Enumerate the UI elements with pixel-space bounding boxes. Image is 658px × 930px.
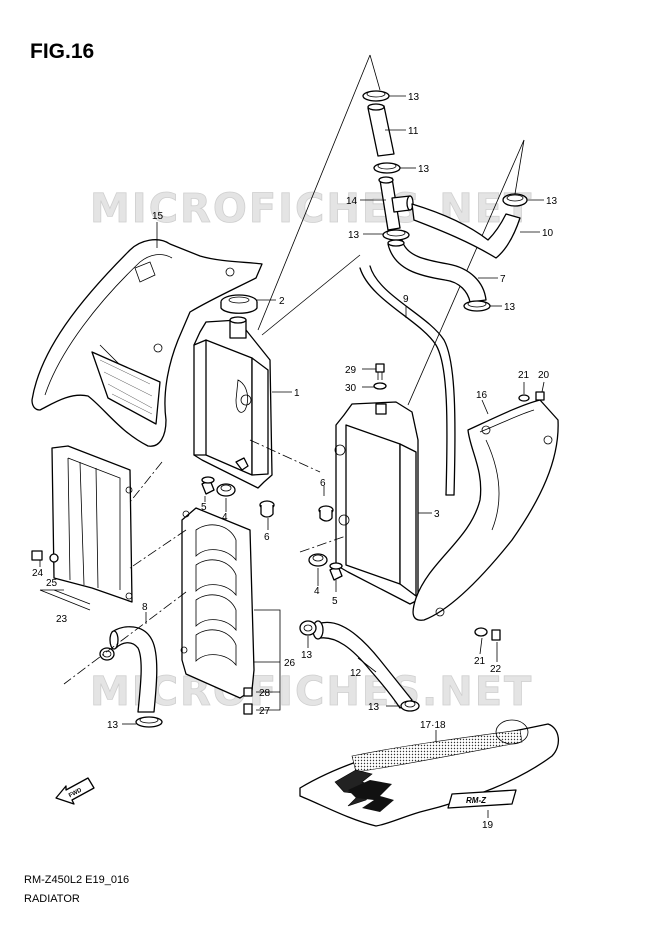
callout-28: 28	[259, 688, 271, 699]
callout-1: 1	[294, 388, 300, 399]
callout-13: 13	[504, 302, 516, 313]
washer-21-bottom	[474, 627, 488, 637]
callout-19: 19	[482, 820, 494, 831]
hose-clamp-13-right	[502, 193, 528, 207]
bolt-22	[491, 629, 501, 641]
radiator-louver-26	[180, 507, 255, 699]
watermark-top: MICROFICHES.NET	[90, 186, 533, 232]
callout-17-18: 17·18	[420, 720, 446, 731]
bolt-29	[375, 363, 385, 380]
callout-5: 5	[332, 596, 338, 607]
hose-clamp-13-hose12-top	[299, 620, 317, 636]
hose-8	[109, 626, 158, 713]
callout-26: 26	[284, 658, 296, 669]
hose-clamp-13-joint	[382, 229, 410, 241]
washer-30	[373, 382, 387, 390]
callout-13: 13	[107, 720, 119, 731]
callout-3: 3	[434, 509, 440, 520]
model-code: RM-Z450L2 E19_016	[24, 874, 130, 886]
callout-7: 7	[500, 274, 506, 285]
grommet-4-right	[308, 553, 328, 567]
callout-5: 5	[201, 502, 207, 513]
bolt-20	[535, 391, 545, 401]
watermark-bottom: MICROFICHES.NET	[90, 669, 533, 715]
callout-29: 29	[345, 365, 357, 376]
radiator-guard-23	[51, 445, 133, 603]
callout-22: 22	[490, 664, 502, 675]
t-joint-14	[378, 176, 414, 231]
callout-9: 9	[403, 294, 409, 305]
callout-13: 13	[301, 650, 313, 661]
bolt-25	[49, 553, 59, 563]
callout-30: 30	[345, 383, 357, 394]
callout-23: 23	[56, 614, 68, 625]
callout-21: 21	[474, 656, 486, 667]
svg-text:RM-Z: RM-Z	[466, 796, 487, 805]
figure-title: FIG.16	[30, 40, 95, 63]
callout-13: 13	[418, 164, 430, 175]
callout-6: 6	[320, 478, 326, 489]
callout-15: 15	[152, 211, 164, 222]
callout-2: 2	[279, 296, 285, 307]
shroud-decal-17-18	[299, 719, 559, 827]
callout-13: 13	[348, 230, 360, 241]
callout-11: 11	[408, 126, 419, 137]
bolt-5-right	[329, 562, 343, 581]
section-name: RADIATOR	[24, 893, 80, 905]
hose-clamp-13-hose8-top	[99, 647, 115, 661]
callout-24: 24	[32, 568, 44, 579]
callout-20: 20	[538, 370, 550, 381]
bolt-5-left	[201, 476, 215, 495]
callout-13: 13	[408, 92, 420, 103]
fwd-arrow-icon: FWD	[55, 777, 95, 805]
hose-clamp-13-mid	[373, 162, 401, 174]
callout-12: 12	[350, 668, 362, 679]
callout-14: 14	[346, 196, 358, 207]
radiator-shroud-15	[31, 239, 263, 447]
callout-8: 8	[142, 602, 148, 613]
callout-4: 4	[222, 512, 228, 523]
hose-clamp-13-lower	[463, 300, 491, 312]
grommet-24	[31, 550, 43, 561]
hose-10	[411, 203, 521, 259]
grommet-28	[243, 687, 253, 697]
callout-4: 4	[314, 586, 320, 597]
bolt-6-right	[318, 505, 334, 522]
callout-27: 27	[259, 706, 271, 717]
overflow-hose-9	[359, 265, 456, 496]
radiator-3	[334, 401, 419, 605]
callout-13: 13	[368, 702, 380, 713]
callout-6: 6	[264, 532, 270, 543]
grommet-4-left	[216, 483, 236, 497]
callout-13: 13	[546, 196, 558, 207]
callout-16: 16	[476, 390, 488, 401]
hose-clamp-13-hose8-bottom	[135, 716, 163, 728]
callout-21: 21	[518, 370, 530, 381]
washer-21-top	[518, 394, 530, 402]
radiator-shroud-16	[412, 399, 559, 621]
callout-10: 10	[542, 228, 554, 239]
hose-7	[387, 239, 487, 303]
bolt-6-left	[259, 500, 275, 518]
radiator-cap-2	[220, 294, 258, 314]
decal-19: RM-Z	[447, 789, 517, 809]
hose-11	[367, 103, 395, 157]
callout-25: 25	[46, 578, 58, 589]
bolt-27	[243, 703, 253, 715]
radiator-1	[193, 316, 273, 489]
hose-clamp-13-hose12-bottom	[400, 700, 420, 712]
hose-clamp-13-top	[362, 90, 390, 102]
